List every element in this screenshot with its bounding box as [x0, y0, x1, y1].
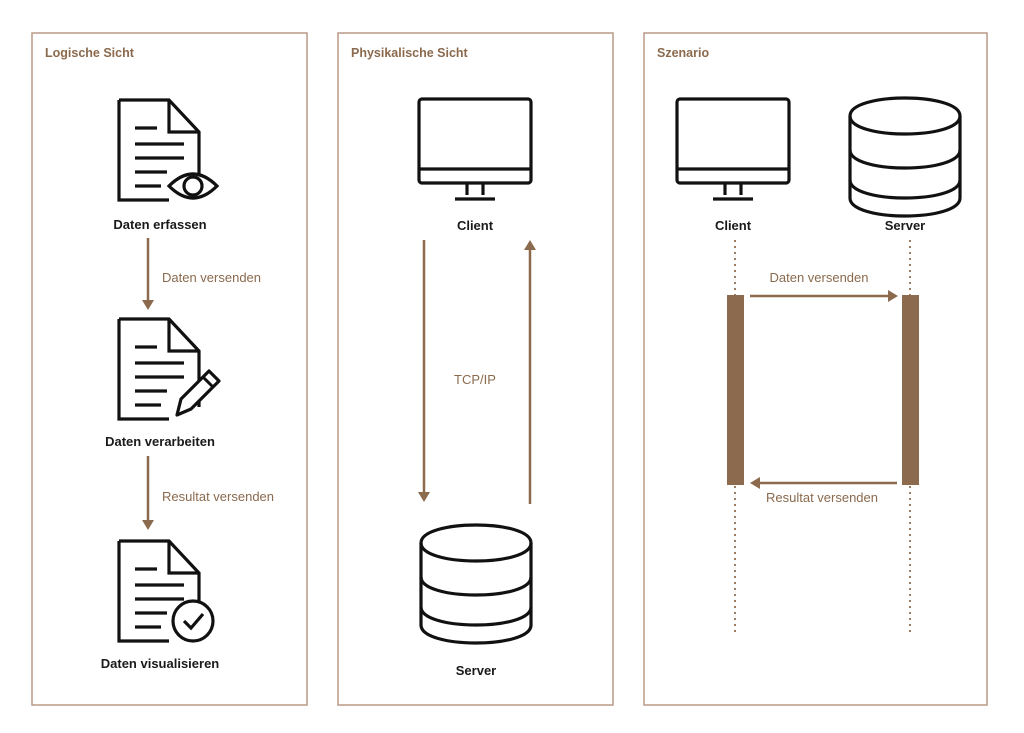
- document-check-icon: [117, 539, 215, 643]
- server-database-icon: [419, 523, 533, 645]
- server-label: Server: [885, 218, 925, 233]
- server-database-icon: [848, 96, 962, 218]
- step-caption: Daten verarbeiten: [105, 434, 215, 449]
- step-caption: Daten erfassen: [113, 217, 206, 232]
- client-monitor-icon: [675, 97, 791, 201]
- scenario-panel: Szenario Client Server Daten versenden R…: [643, 32, 988, 706]
- panel-title: Logische Sicht: [45, 46, 135, 60]
- protocol-label: TCP/IP: [454, 372, 496, 387]
- client-monitor-icon: [417, 97, 533, 201]
- panel-title: Physikalische Sicht: [351, 46, 469, 60]
- logical-view-panel: Logische Sicht Daten erfassen Daten vers…: [31, 32, 308, 706]
- request-label: Daten versenden: [769, 270, 868, 285]
- client-label: Client: [715, 218, 752, 233]
- server-activation-bar: [902, 295, 919, 485]
- step-caption: Daten visualisieren: [101, 656, 220, 671]
- transition-label: Daten versenden: [162, 270, 261, 285]
- panel-title: Szenario: [657, 46, 709, 60]
- server-label: Server: [456, 663, 496, 678]
- client-label: Client: [457, 218, 494, 233]
- transition-label: Resultat versenden: [162, 489, 274, 504]
- client-activation-bar: [727, 295, 744, 485]
- document-pencil-icon: [117, 317, 221, 421]
- document-eye-icon: [117, 98, 220, 202]
- response-label: Resultat versenden: [766, 490, 878, 505]
- physical-view-panel: Physikalische Sicht Client TCP/IP Server: [337, 32, 614, 706]
